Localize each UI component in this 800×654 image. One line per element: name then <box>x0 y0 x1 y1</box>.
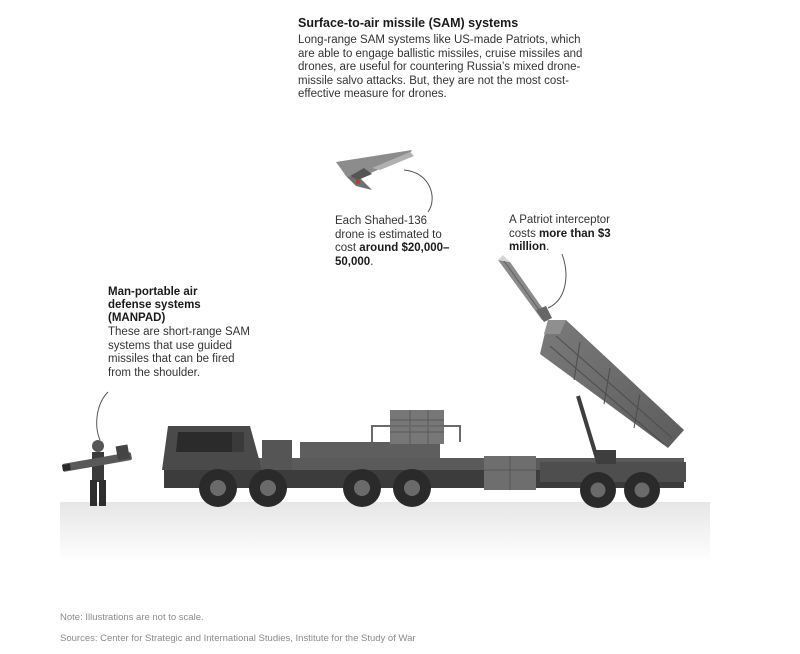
patriot-launcher-truck-illustration <box>162 320 686 508</box>
truck-wheels <box>199 469 660 508</box>
footnote: Note: Illustrations are not to scale. <box>60 612 204 623</box>
drone-cost-value: around $20,000–50,000 <box>335 242 450 268</box>
manpad-description: These are short-range SAM systems that u… <box>108 326 250 379</box>
sam-title: Surface-to-air missile (SAM) systems <box>298 16 519 30</box>
manpad-callout-line <box>96 391 109 441</box>
manpad-title: Man-portable air defense systems (MANPAD… <box>108 286 201 324</box>
manpad-soldier-illustration <box>62 440 132 506</box>
patriot-cost-period: . <box>546 241 550 253</box>
ground <box>60 502 710 562</box>
patriot-missile-illustration <box>498 255 552 322</box>
sam-description: Long-range SAM systems like US-made Patr… <box>298 34 583 100</box>
launcher-canister <box>540 320 684 448</box>
patriot-cost-annotation: A Patriot interceptor costs more than $3… <box>509 214 619 255</box>
sources-line: Sources: Center for Strategic and Intern… <box>60 633 416 644</box>
patriot-cost-text: A Patriot interceptor costs <box>509 214 610 240</box>
drone-cost-annotation: Each Shahed-136 drone is estimated to co… <box>335 215 455 269</box>
drone-cost-text: Each Shahed-136 drone is estimated to co… <box>335 215 442 254</box>
drone-callout-line <box>403 169 433 213</box>
patriot-callout-line <box>547 253 567 309</box>
drone-illustration <box>336 150 414 190</box>
drone-cost-period: . <box>370 255 374 268</box>
patriot-cost-value: more than $3 million <box>509 227 611 254</box>
callout-lines <box>96 169 567 441</box>
